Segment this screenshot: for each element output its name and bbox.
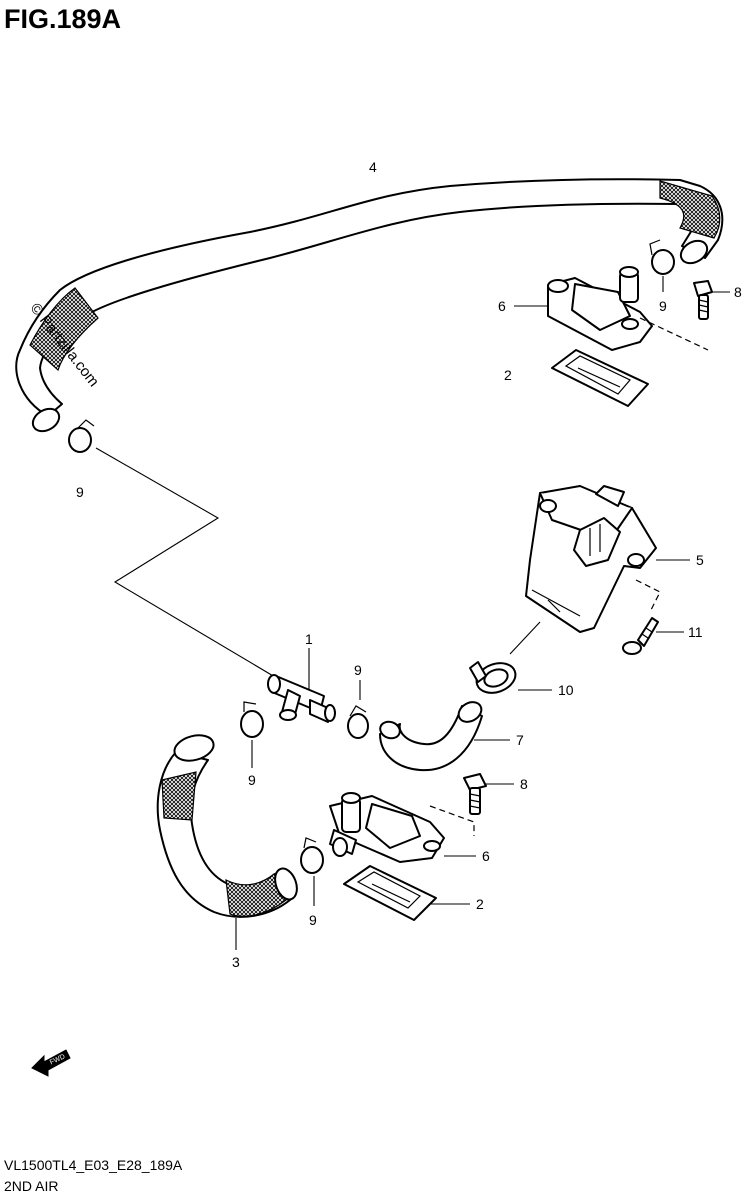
callout-2-bottom: 2 — [476, 896, 484, 912]
callout-6-bottom: 6 — [482, 848, 490, 864]
hose-part-4 — [15, 178, 724, 433]
parts-diagram: 4 9 9 8 6 2 — [15, 159, 742, 1077]
reed-valve-part-2-top — [551, 349, 649, 407]
hose-part-7 — [379, 701, 483, 772]
callout-5: 5 — [696, 552, 704, 568]
reed-valve-part-2-bottom — [343, 865, 437, 921]
screw-part-11 — [622, 617, 659, 655]
clamp-part-9-center — [347, 705, 369, 739]
leader-dash-8-top — [639, 317, 709, 351]
hose-part-3 — [156, 734, 298, 918]
reed-valve-cover-part-6-top — [547, 266, 653, 351]
clamp-part-9-bottom — [300, 837, 324, 874]
pair-valve-part-5 — [525, 485, 657, 633]
leader-dash-8-bottom — [429, 805, 475, 836]
figure-title: FIG.189A — [4, 4, 122, 34]
reed-valve-cover-part-6-bottom — [329, 792, 445, 863]
leader-dash-11 — [635, 579, 661, 613]
clamp-part-9-left — [68, 419, 95, 453]
fwd-arrow-icon: FWD — [31, 1049, 71, 1077]
callout-3: 3 — [232, 954, 240, 970]
callout-8-top: 8 — [734, 284, 742, 300]
leader-5-to-10 — [509, 621, 541, 655]
callout-11: 11 — [688, 624, 703, 640]
callout-7: 7 — [516, 732, 524, 748]
callout-4: 4 — [369, 159, 377, 175]
bolt-part-8-bottom — [463, 773, 487, 815]
clamp-part-9-top-right — [649, 239, 675, 275]
callout-6-top: 6 — [498, 298, 506, 314]
callout-8-bottom: 8 — [520, 776, 528, 792]
clamp-part-9-lower-left — [240, 701, 264, 738]
leader-line-9-to-1 — [95, 447, 281, 681]
callout-9-left: 9 — [76, 484, 84, 500]
callout-9-bottom: 9 — [309, 912, 317, 928]
bolt-part-8-top — [693, 280, 713, 320]
diagram-name: 2ND AIR — [4, 1178, 59, 1194]
callout-2-top: 2 — [504, 367, 512, 383]
callout-9-top-right: 9 — [659, 298, 667, 314]
callout-1: 1 — [305, 631, 313, 647]
callout-9-lower-left: 9 — [248, 772, 256, 788]
clamp-part-10 — [469, 661, 517, 694]
callout-10: 10 — [558, 682, 574, 698]
callout-9-center: 9 — [354, 662, 362, 678]
t-joint-part-1 — [267, 674, 336, 723]
diagram-code: VL1500TL4_E03_E28_189A — [4, 1157, 183, 1173]
